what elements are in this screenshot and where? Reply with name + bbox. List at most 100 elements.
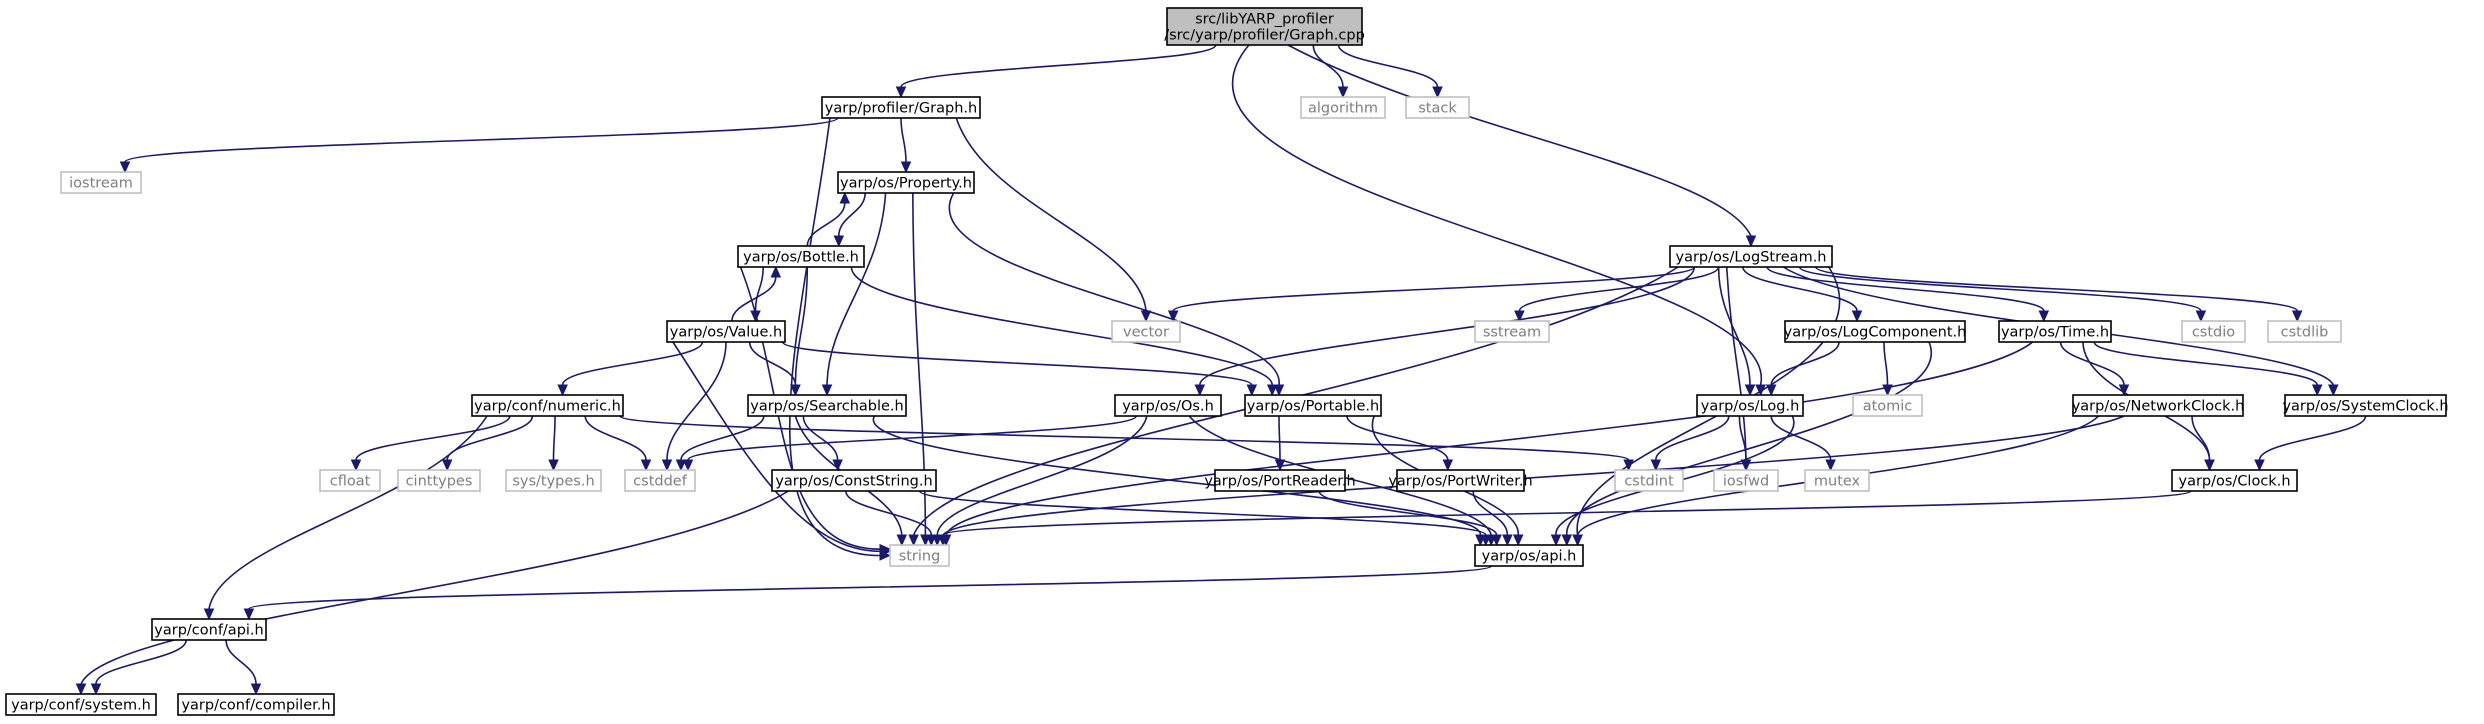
node-label: yarp/os/NetworkClock.h: [2072, 399, 2245, 415]
edge-numeric-h-to-cstddef: [584, 415, 652, 472]
node-label: atomic: [1863, 399, 1913, 415]
node-box: [1804, 469, 1870, 492]
arrowhead-icon: [1140, 310, 1152, 323]
arrowhead-icon: [832, 459, 843, 472]
node-logcomponent-h[interactable]: yarp/os/LogComponent.h: [1784, 320, 1967, 343]
arrowhead-icon: [1851, 310, 1863, 323]
edge-line: [1798, 266, 2202, 312]
dependency-edges: [75, 44, 2367, 696]
node-label: yarp/os/ConstString.h: [775, 474, 932, 490]
node-label: stack: [1418, 101, 1457, 117]
node-box: [1214, 469, 1346, 492]
node-portreader-h[interactable]: yarp/os/PortReader.h: [1204, 469, 1356, 492]
arrowhead-icon: [1744, 384, 1756, 397]
node-bottle-h[interactable]: yarp/os/Bottle.h: [737, 245, 865, 268]
node-label: yarp/os/Searchable.h: [750, 399, 903, 415]
node-cstddef: cstddef: [624, 469, 696, 492]
node-box: [1474, 544, 1584, 567]
edge-line: [355, 415, 511, 461]
node-portwriter-h[interactable]: yarp/os/PortWriter.h: [1388, 469, 1533, 492]
edge-portable-h-to-portwriter-h: [1346, 415, 1454, 472]
node-cstdint: cstdint: [1614, 469, 1684, 492]
edge-conf-api-h-to-system-h: [90, 639, 187, 696]
node-label: cstdio: [2192, 325, 2235, 341]
node-conststring-h[interactable]: yarp/os/ConstString.h: [771, 469, 937, 492]
node-api-h[interactable]: yarp/os/api.h: [1474, 544, 1584, 567]
edge-line: [80, 490, 789, 685]
edge-networkclock-h-to-clock-h: [2191, 415, 2215, 472]
arrowhead-icon: [770, 265, 782, 278]
node-os-h[interactable]: yarp/os/Os.h: [1114, 394, 1222, 417]
node-systemclock-h[interactable]: yarp/os/SystemClock.h: [2282, 394, 2449, 417]
edge-line: [918, 490, 1487, 536]
edge-line: [781, 341, 1253, 386]
node-value-h[interactable]: yarp/os/Value.h: [666, 320, 786, 343]
node-label: mutex: [1814, 474, 1861, 490]
edge-property-h-to-string: [912, 192, 931, 547]
node-root[interactable]: src/libYARP_profiler/src/yarp/profiler/G…: [1164, 7, 1365, 46]
node-time-h[interactable]: yarp/os/Time.h: [1998, 320, 2112, 343]
edge-logstream-h-to-vector: [1167, 266, 1696, 323]
node-log-h[interactable]: yarp/os/Log.h: [1696, 394, 1804, 417]
arrowhead-icon: [1512, 534, 1524, 547]
edge-line: [845, 490, 933, 536]
node-label: yarp/os/Property.h: [840, 176, 972, 192]
node-label: yarp/os/Portable.h: [1247, 399, 1379, 415]
arrowhead-icon: [833, 235, 845, 248]
edge-line: [446, 415, 534, 461]
edge-line: [942, 415, 2125, 536]
node-property-h[interactable]: yarp/os/Property.h: [837, 171, 975, 194]
node-box: [1166, 7, 1363, 46]
edge-line: [1199, 266, 1696, 386]
arrowhead-icon: [2038, 310, 2050, 323]
node-logstream-h[interactable]: yarp/os/LogStream.h: [1669, 245, 1833, 268]
node-vector: vector: [1111, 320, 1181, 343]
node-profiler-graph-h[interactable]: yarp/profiler/Graph.h: [821, 96, 981, 119]
edge-os-h-to-cstddef: [682, 415, 1137, 472]
node-portable-h[interactable]: yarp/os/Portable.h: [1244, 394, 1382, 417]
node-cfloat: cfloat: [319, 469, 381, 492]
edge-line: [1815, 266, 2298, 312]
node-clock-h[interactable]: yarp/os/Clock.h: [2171, 469, 2298, 492]
edge-line: [1318, 490, 1498, 536]
node-box: [1998, 320, 2112, 343]
edge-line: [826, 192, 887, 386]
edge-line: [936, 415, 1148, 536]
edge-line: [2059, 341, 2125, 386]
node-label: string: [899, 549, 941, 565]
node-searchable-h[interactable]: yarp/os/Searchable.h: [747, 394, 907, 417]
edge-line: [900, 117, 907, 163]
node-conf-api-h[interactable]: yarp/conf/api.h: [151, 618, 267, 641]
arrowhead-icon: [2195, 310, 2207, 323]
edge-line: [1770, 415, 1832, 461]
edge-line: [2093, 341, 2318, 386]
arrowhead-icon: [119, 161, 131, 174]
node-label: iostream: [69, 176, 133, 192]
node-box: [1614, 469, 1684, 492]
edge-line: [1312, 44, 1344, 88]
node-compiler-h[interactable]: yarp/conf/compiler.h: [177, 693, 335, 716]
edge-logstream-h-to-sstream: [1514, 266, 1720, 323]
arrowhead-icon: [2254, 459, 2265, 472]
arrowhead-icon: [1745, 235, 1757, 248]
edge-line: [1738, 415, 1747, 461]
node-numeric-h[interactable]: yarp/conf/numeric.h: [471, 394, 624, 417]
edge-line: [1287, 44, 1752, 237]
arrowhead-icon: [640, 459, 652, 472]
edge-conf-api-h-to-compiler-h: [225, 639, 262, 696]
arrowhead-icon: [896, 534, 908, 547]
node-stack: stack: [1405, 96, 1470, 119]
edge-line: [672, 341, 881, 553]
node-box: [1244, 394, 1382, 417]
edge-line: [806, 202, 846, 247]
node-label: sstream: [1483, 325, 1541, 341]
arrowhead-icon: [90, 683, 102, 696]
edge-line: [95, 639, 187, 685]
node-networkclock-h[interactable]: yarp/os/NetworkClock.h: [2072, 394, 2245, 417]
edge-line: [850, 266, 1273, 386]
node-system-h[interactable]: yarp/conf/system.h: [5, 693, 157, 716]
edge-numeric-h-to-cinttypes: [441, 415, 534, 472]
arrowhead-icon: [250, 683, 262, 696]
node-label: cstddef: [633, 474, 688, 490]
node-box: [60, 171, 142, 194]
